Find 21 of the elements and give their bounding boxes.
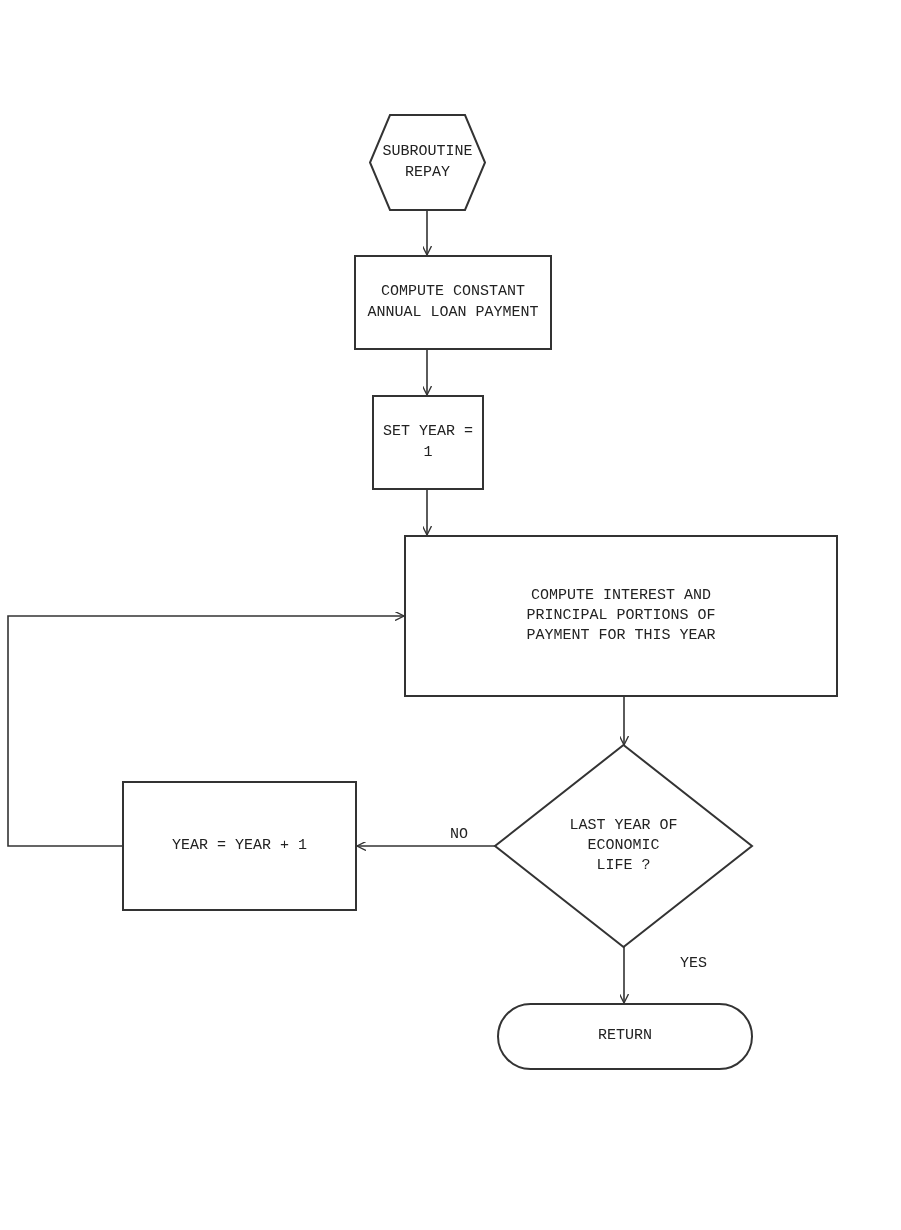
start-hexagon — [370, 115, 485, 210]
node-label: LAST YEAR OF ECONOMIC LIFE ? — [568, 815, 679, 877]
node-label: SET YEAR = 1 — [383, 422, 473, 463]
arrow — [618, 696, 630, 746]
arrow — [356, 840, 496, 852]
arrow — [618, 946, 630, 1004]
node-label: RETURN — [597, 1026, 653, 1047]
process-box — [122, 781, 357, 911]
process-box — [404, 535, 838, 697]
node-label: COMPUTE INTEREST AND PRINCIPAL PORTIONS OF PAYMENT FOR THIS YEAR — [525, 585, 717, 647]
node-label: SUBROUTINE REPAY — [381, 142, 474, 183]
decision-diamond — [495, 745, 752, 947]
arrow — [421, 489, 433, 536]
node-label: YEAR = YEAR + 1 — [171, 835, 308, 856]
terminal-box — [497, 1003, 753, 1070]
arrow — [7, 610, 405, 847]
process-box — [354, 255, 552, 350]
arrow — [421, 209, 433, 256]
node-label: COMPUTE CONSTANT ANNUAL LOAN PAYMENT — [366, 282, 540, 323]
arrow — [421, 349, 433, 396]
process-box — [372, 395, 484, 490]
